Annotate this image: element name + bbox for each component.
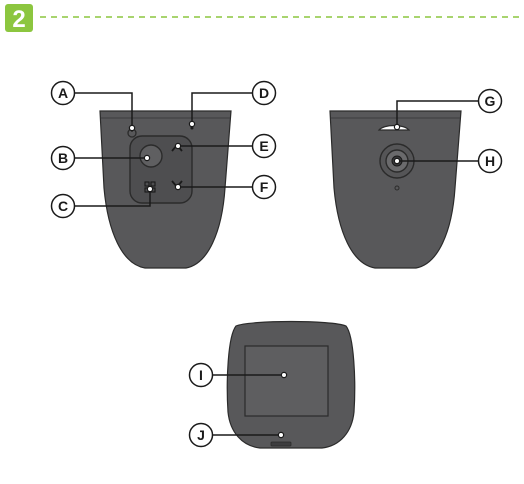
- callout-h-label: H: [485, 153, 495, 169]
- callout-i-label: I: [199, 367, 203, 383]
- sensor-dot: [394, 185, 400, 191]
- callout-g-label: G: [485, 93, 496, 109]
- step-header: 2: [5, 4, 520, 33]
- camera-back-view: [329, 110, 462, 269]
- callout-g: G: [393, 88, 503, 131]
- step-number: 2: [12, 6, 25, 33]
- callout-f: F: [174, 174, 277, 200]
- callout-i: I: [188, 362, 288, 388]
- callout-d: D: [188, 80, 277, 128]
- camera-front-view: [99, 110, 232, 269]
- callout-c-label: C: [58, 198, 68, 214]
- callout-e-label: E: [259, 138, 268, 154]
- round-button[interactable]: [139, 144, 163, 168]
- display-bottom-slot: [270, 441, 292, 447]
- callout-b: B: [50, 145, 151, 171]
- callout-b-label: B: [58, 150, 68, 166]
- callout-a: A: [50, 80, 136, 132]
- callout-j-label: J: [197, 427, 205, 443]
- display-screen: [244, 345, 329, 417]
- callout-c: C: [50, 185, 154, 219]
- step-badge: [5, 4, 33, 32]
- display-unit: [226, 320, 356, 449]
- callout-e: E: [174, 133, 277, 159]
- microphone-hole: [190, 126, 194, 130]
- callout-j: J: [188, 422, 285, 448]
- callout-d-label: D: [259, 85, 269, 101]
- callout-h: H: [393, 148, 503, 174]
- callout-a-label: A: [58, 85, 68, 101]
- callout-f-label: F: [260, 179, 269, 195]
